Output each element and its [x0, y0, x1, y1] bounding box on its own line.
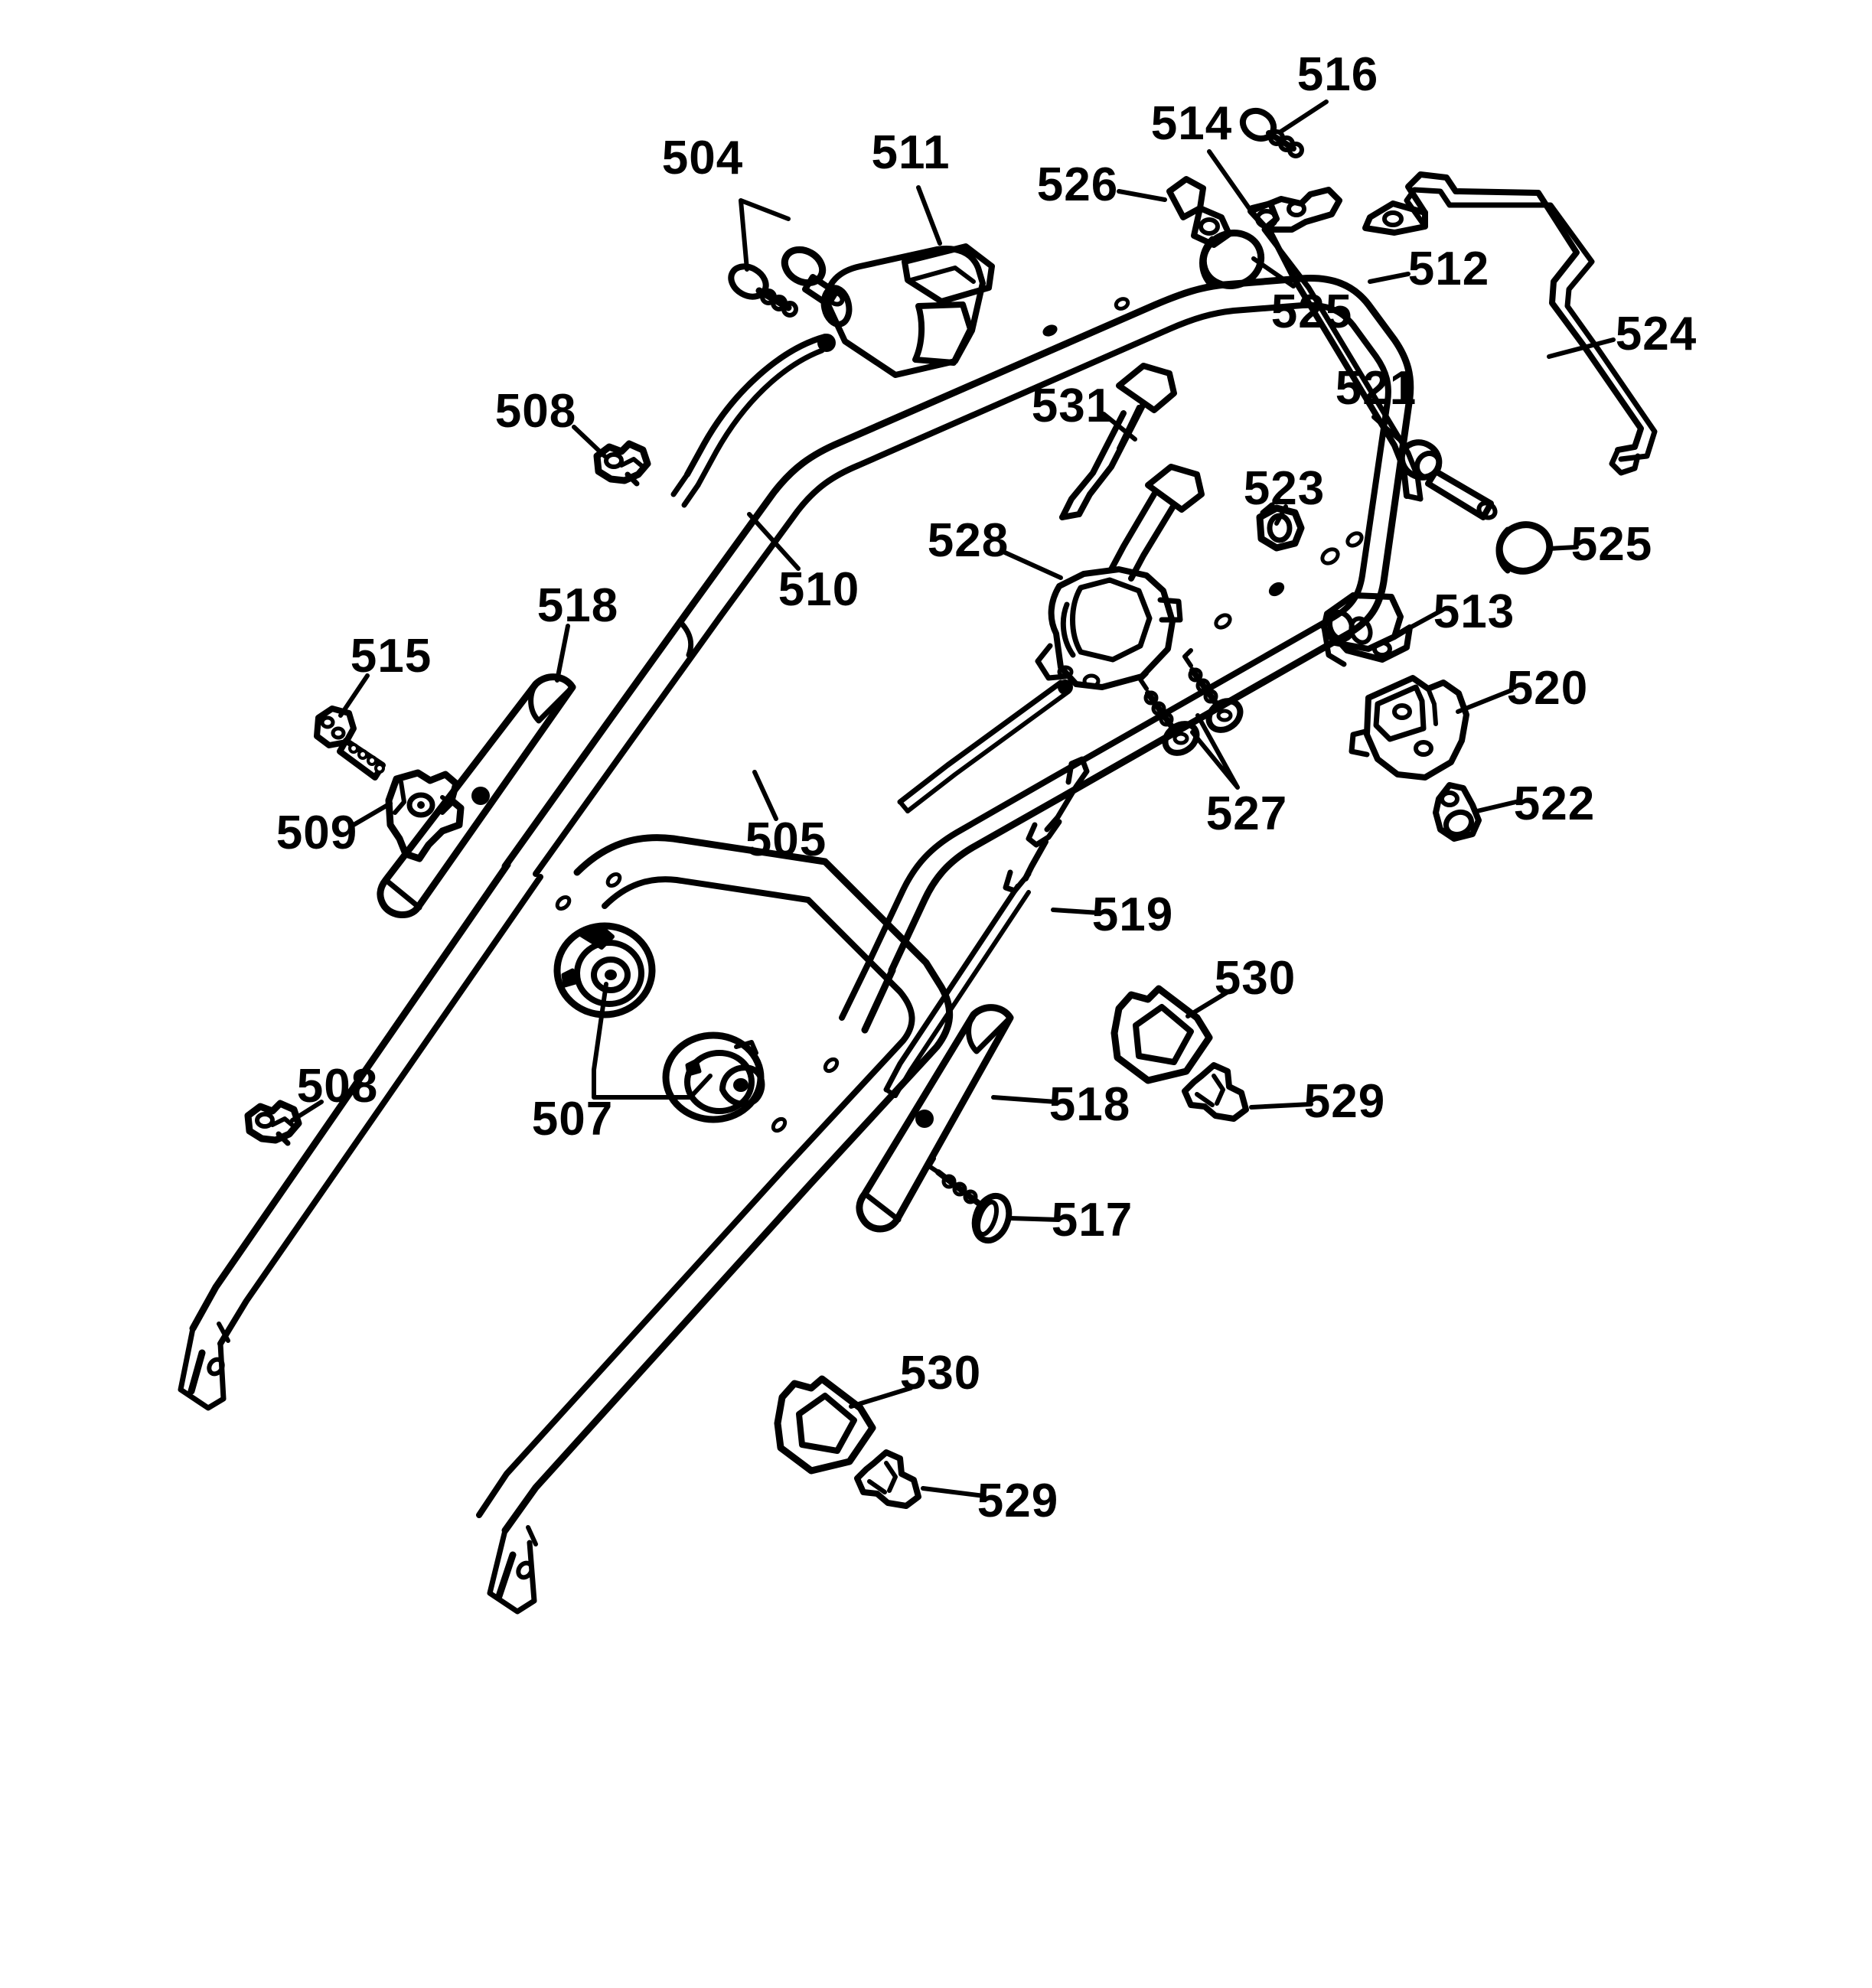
callout-number-531: 531 [1031, 380, 1114, 432]
lower-handle-bar-505 [476, 834, 954, 1615]
leader-line [1547, 545, 1579, 551]
leader-line [351, 801, 393, 827]
callout-number-518: 518 [1049, 1078, 1131, 1131]
leader-line [752, 770, 778, 821]
leader-line [555, 624, 570, 683]
callout-number-512: 512 [1407, 243, 1490, 295]
callout-number-522: 522 [1513, 777, 1596, 830]
leader-line [1547, 337, 1616, 359]
leader-line [338, 673, 370, 718]
leader-line [1274, 504, 1288, 526]
leader-line [1101, 412, 1137, 442]
callout-number-523: 523 [1243, 462, 1326, 515]
leader-line [1368, 272, 1411, 284]
bracket-520 [1349, 675, 1469, 781]
right-handle-leg [839, 955, 896, 1034]
callout-number-520: 520 [1506, 662, 1589, 715]
leader-line [991, 1095, 1058, 1104]
left-lower-handle-leg [178, 861, 543, 1411]
callout-number-508: 508 [494, 385, 577, 438]
callout-number-526: 526 [1036, 158, 1119, 211]
control-bracket-528 [897, 464, 1205, 813]
plug-525-lower [1495, 521, 1554, 575]
cable-519 [883, 756, 1090, 1098]
leader-line [572, 425, 607, 458]
leader-line [1207, 149, 1251, 210]
callout-number-514: 514 [1150, 97, 1233, 150]
leader-line [916, 185, 942, 246]
bolt-515 [314, 706, 386, 781]
leader-line [1117, 189, 1167, 202]
fastener-517 [927, 1156, 1013, 1244]
leader-line [1277, 99, 1329, 135]
clip-529-upper [1182, 1062, 1249, 1122]
pulley-507-upper [553, 922, 656, 1018]
callout-number-524: 524 [1615, 308, 1698, 360]
callout-number-521: 521 [1335, 362, 1417, 415]
leader-line [1008, 1216, 1061, 1222]
grip-518-right [856, 1004, 1014, 1233]
callout-number-509: 509 [276, 807, 358, 859]
callout-number-513: 513 [1433, 585, 1515, 638]
callout-number-519: 519 [1091, 888, 1174, 941]
callout-number-504: 504 [661, 132, 744, 184]
callout-number-527: 527 [1205, 787, 1288, 840]
leader-line [1185, 990, 1229, 1018]
clip-508-lower [244, 1100, 302, 1146]
decal-530-lower [774, 1375, 876, 1475]
callout-number-511: 511 [871, 126, 951, 179]
callout-number-528: 528 [927, 514, 1009, 567]
callout-number-516: 516 [1296, 48, 1379, 101]
fastener-504 [728, 246, 845, 318]
leader-line [1475, 799, 1521, 813]
leader-line [921, 1486, 987, 1498]
callout-number-515: 515 [350, 630, 432, 683]
callout-number-525: 525 [1570, 518, 1653, 571]
callout-number-510: 510 [778, 563, 860, 616]
leader-line [1398, 608, 1445, 635]
leader-line [1251, 256, 1296, 288]
callout-number-529: 529 [977, 1475, 1059, 1527]
link-522 [1433, 782, 1482, 842]
callout-number-530: 530 [899, 1347, 982, 1400]
leader-line [1051, 908, 1101, 915]
rod-524 [1362, 171, 1658, 476]
leader-line [592, 982, 713, 1100]
plug-525-upper [1199, 230, 1265, 289]
leader-line [1249, 1102, 1313, 1110]
callout-number-508: 508 [296, 1060, 379, 1113]
knob-521 [1398, 439, 1498, 520]
fasteners-527 [1138, 648, 1244, 756]
callout-number-517: 517 [1051, 1194, 1133, 1247]
callout-number-507: 507 [531, 1093, 614, 1146]
pulley-507-lower [662, 1031, 765, 1123]
leader-line [1003, 550, 1063, 580]
callout-number-518: 518 [536, 579, 619, 632]
leader-line [1371, 415, 1409, 448]
leader-line [1456, 688, 1514, 714]
leader-line [747, 512, 801, 571]
leader-line [849, 1386, 913, 1409]
callout-number-525: 525 [1270, 285, 1353, 338]
leader-line [1190, 713, 1240, 790]
callout-number-530: 530 [1214, 952, 1296, 1005]
clip-508-upper [593, 440, 651, 487]
switch-box-511 [670, 243, 995, 508]
callout-number-505: 505 [745, 813, 827, 866]
callout-number-529: 529 [1303, 1075, 1386, 1128]
fastener-516 [1239, 107, 1304, 158]
clip-526 [1166, 176, 1232, 248]
leader-line [739, 198, 791, 272]
upper-handle-bar-510 [501, 275, 1414, 974]
leader-line [290, 1100, 324, 1123]
clip-529-lower [854, 1449, 921, 1509]
bracket-509 [385, 769, 465, 862]
decal-530-upper [1110, 985, 1213, 1084]
